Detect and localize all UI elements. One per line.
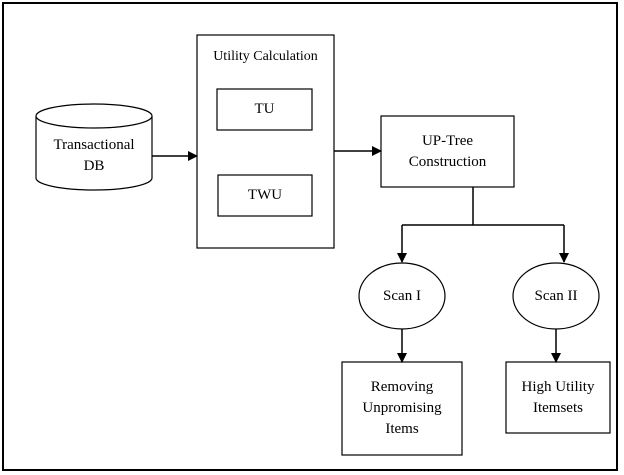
tu-box xyxy=(216,88,313,131)
twu-label: TWU xyxy=(247,187,283,203)
uptree-label: UP-Tree Construction xyxy=(408,132,487,170)
removing-label: Removing Unpromising Items xyxy=(362,379,442,437)
tu-label: TU xyxy=(254,101,275,117)
high-utility-box xyxy=(505,361,611,434)
scan1-label: Scan I xyxy=(383,287,421,304)
scan2-label: Scan II xyxy=(534,287,578,304)
database-label: Transactional DB xyxy=(53,137,135,174)
database-cylinder xyxy=(35,103,153,191)
utility-calculation-title: Utility Calculation xyxy=(213,48,318,64)
branch-connector xyxy=(402,187,564,226)
high-utility-label: High Utility Itemsets xyxy=(521,378,595,416)
removing-box xyxy=(341,361,463,456)
twu-box xyxy=(217,174,313,217)
